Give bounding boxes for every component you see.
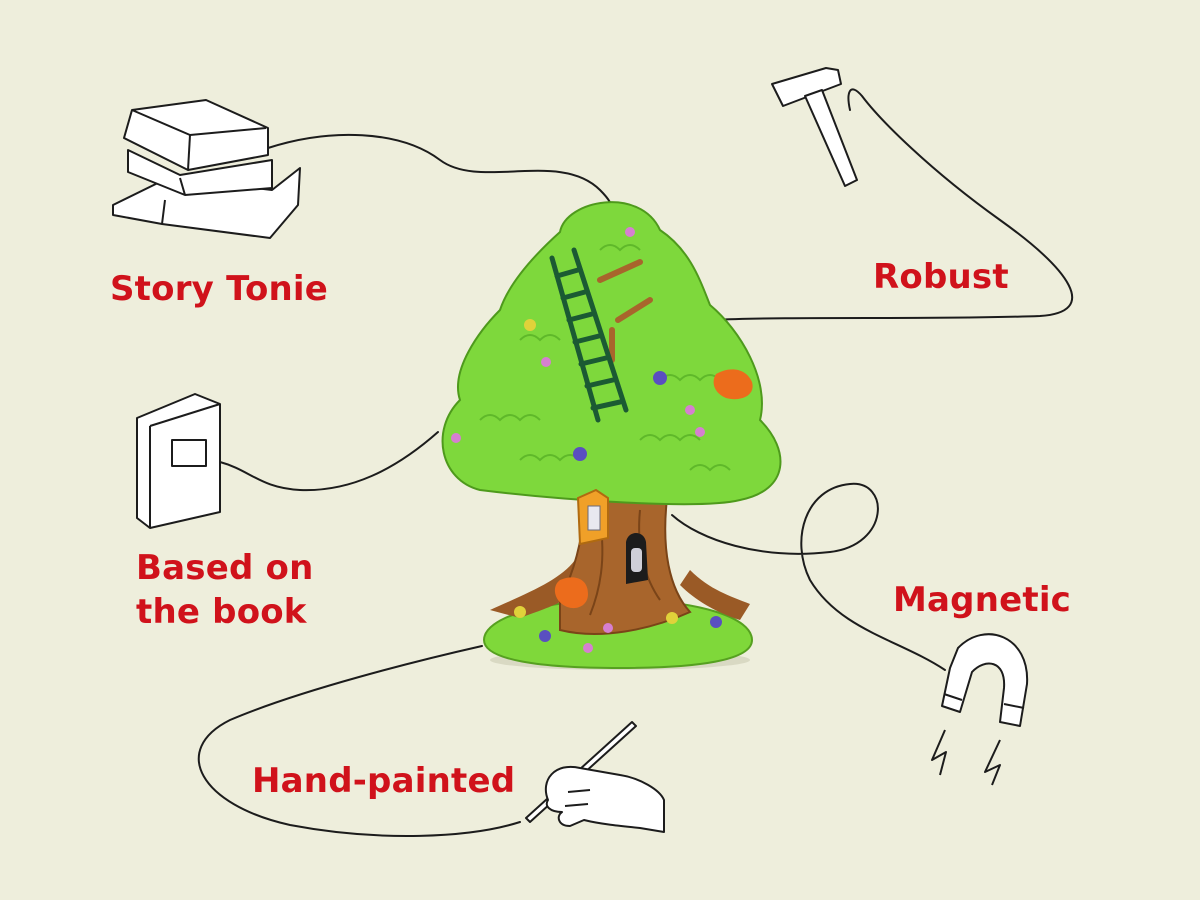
connector-robust	[711, 88, 1073, 321]
hammer-icon	[771, 67, 858, 187]
feature-label-story-tonie: Story Tonie	[110, 269, 329, 309]
feature-label-based-on-book: Based on the book	[136, 546, 314, 634]
feature-label-robust: Robust	[873, 257, 1009, 297]
tree-house-figure-icon	[441, 201, 782, 670]
connector-based	[219, 431, 439, 492]
painting-hand-icon	[525, 721, 665, 833]
feature-label-based-line1: Based on	[136, 548, 314, 588]
feature-label-based-line2: the book	[136, 592, 307, 632]
connector-hand	[197, 645, 521, 838]
magnet-icon	[931, 633, 1029, 786]
books-stack-icon	[112, 99, 301, 239]
book-icon	[136, 393, 221, 529]
connector-magnetic	[671, 482, 946, 671]
connector-story	[267, 133, 613, 211]
connector-lines	[197, 88, 1073, 838]
feature-label-hand-painted: Hand-painted	[252, 761, 516, 801]
feature-label-magnetic: Magnetic	[893, 580, 1072, 620]
